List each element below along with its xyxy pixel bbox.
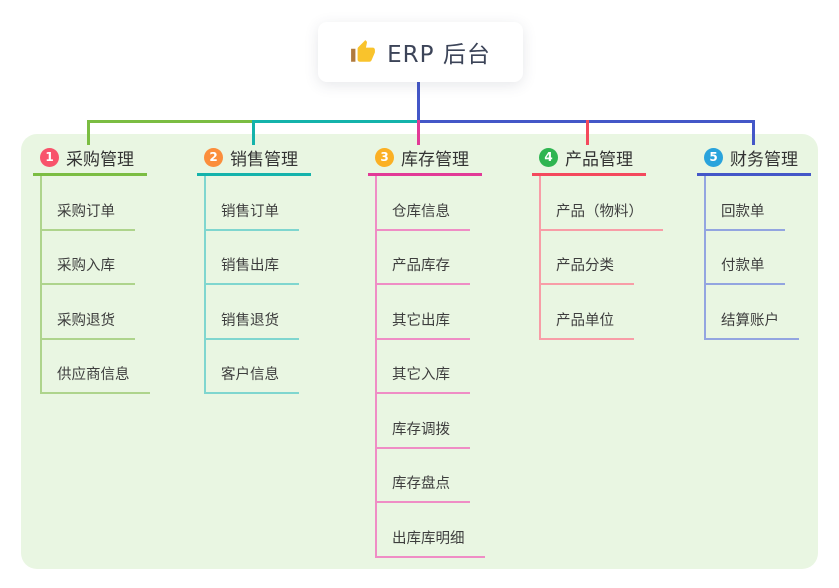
branch-number-badge: 2 [204,147,223,167]
child-node[interactable]: 仓库信息 [377,176,470,231]
branch-2-drop-connector [252,120,255,145]
branch-node-sales[interactable]: 2 销售管理 [197,145,311,176]
child-node[interactable]: 结算账户 [706,285,799,340]
branch-1-top-connector [87,120,255,123]
branch-1-drop-connector [87,120,90,145]
branch-number-badge: 5 [704,147,723,167]
child-node[interactable]: 产品库存 [377,231,470,285]
branch-label: 库存管理 [401,149,469,170]
branch-3-drop-connector [417,120,420,145]
root-node[interactable]: ERP 后台 [318,22,523,82]
child-node[interactable]: 出库库明细 [377,503,485,558]
branch-number-badge: 4 [539,147,558,167]
child-node[interactable]: 客户信息 [206,340,299,394]
root-node-label: ERP 后台 [387,42,491,68]
child-node[interactable]: 产品分类 [541,231,634,285]
child-node[interactable]: 付款单 [706,231,785,285]
branch-label: 产品管理 [565,149,633,170]
branch-node-inventory[interactable]: 3 库存管理 [368,145,482,176]
child-node[interactable]: 库存盘点 [377,449,470,503]
child-node[interactable]: 产品单位 [541,285,634,340]
child-node[interactable]: 销售订单 [206,176,299,231]
branch-label: 财务管理 [730,149,798,170]
branch-children-group: 回款单 付款单 结算账户 [704,176,799,340]
branch-product: 4 产品管理 产品（物料） 产品分类 产品单位 [532,145,663,340]
child-node[interactable]: 销售出库 [206,231,299,285]
thumbs-up-icon [351,40,376,62]
child-node[interactable]: 库存调拨 [377,394,470,449]
branch-finance: 5 财务管理 回款单 付款单 结算账户 [697,145,811,340]
child-node[interactable]: 采购入库 [42,231,135,285]
branch-2-top-connector [252,120,420,123]
child-node[interactable]: 采购订单 [42,176,135,231]
child-node[interactable]: 供应商信息 [42,340,150,394]
branch-5-drop-connector [752,120,755,145]
child-node[interactable]: 采购退货 [42,285,135,340]
branch-number-badge: 3 [375,147,394,167]
child-node[interactable]: 其它入库 [377,340,470,394]
branch-node-procurement[interactable]: 1 采购管理 [33,145,147,176]
branch-label: 销售管理 [230,149,298,170]
branch-children-group: 仓库信息 产品库存 其它出库 其它入库 库存调拨 库存盘点 出库库明细 [375,176,485,558]
root-stem-connector [417,82,420,123]
branch-4-drop-connector [586,120,589,145]
branch-inventory: 3 库存管理 仓库信息 产品库存 其它出库 其它入库 库存调拨 库存盘点 出库库… [368,145,485,558]
child-node[interactable]: 产品（物料） [541,176,663,231]
branch-children-group: 采购订单 采购入库 采购退货 供应商信息 [40,176,150,394]
branch-node-product[interactable]: 4 产品管理 [532,145,646,176]
branch-number-badge: 1 [40,147,59,167]
branch-label: 采购管理 [66,149,134,170]
branch-procurement: 1 采购管理 采购订单 采购入库 采购退货 供应商信息 [33,145,150,394]
branch-children-group: 销售订单 销售出库 销售退货 客户信息 [204,176,299,394]
mindmap-background-panel [21,134,818,569]
branch-children-group: 产品（物料） 产品分类 产品单位 [539,176,663,340]
child-node[interactable]: 销售退货 [206,285,299,340]
child-node[interactable]: 其它出库 [377,285,470,340]
child-node[interactable]: 回款单 [706,176,785,231]
branch-sales: 2 销售管理 销售订单 销售出库 销售退货 客户信息 [197,145,311,394]
branch-node-finance[interactable]: 5 财务管理 [697,145,811,176]
